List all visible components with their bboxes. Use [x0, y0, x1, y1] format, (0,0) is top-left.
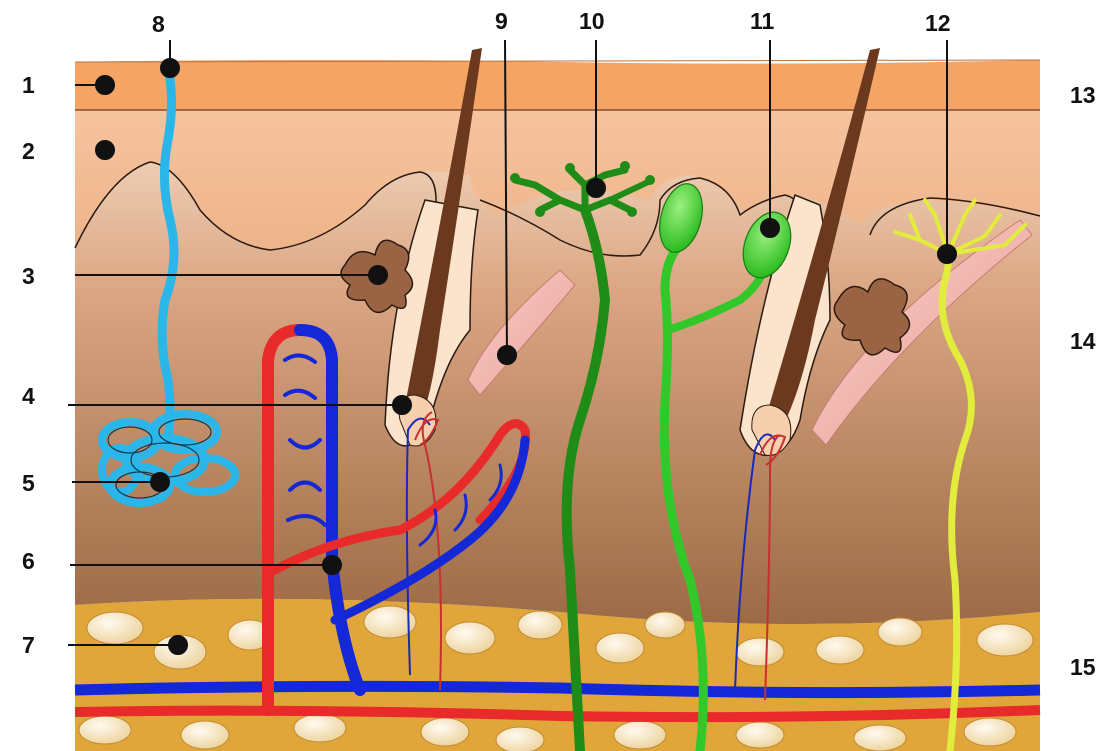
label-10: 10: [579, 10, 605, 33]
fat-cell: [421, 718, 469, 746]
fat-cell: [645, 612, 685, 638]
leader-dot: [587, 179, 605, 197]
fat-cell: [736, 638, 784, 666]
label-14: 14: [1070, 330, 1096, 353]
leader-dot: [369, 266, 387, 284]
fat-cell: [496, 727, 544, 751]
leader-dot: [761, 219, 779, 237]
fat-cell: [445, 622, 495, 654]
label-5: 5: [22, 472, 35, 495]
label-13: 13: [1070, 84, 1096, 107]
fat-cell: [596, 633, 644, 663]
leader-dot: [96, 141, 114, 159]
label-8: 8: [152, 13, 165, 36]
leader-dot: [96, 76, 114, 94]
fat-cell: [518, 611, 562, 639]
label-12: 12: [925, 12, 951, 35]
leader-dot: [169, 636, 187, 654]
label-15: 15: [1070, 656, 1096, 679]
fat-cell: [854, 725, 906, 751]
label-11: 11: [750, 10, 774, 33]
fat-cell: [614, 721, 666, 749]
fat-cell: [964, 718, 1016, 746]
fat-cell: [816, 636, 864, 664]
fat-cell: [79, 716, 131, 744]
fat-cell: [87, 612, 143, 644]
leader-dot: [323, 556, 341, 574]
label-4: 4: [22, 385, 35, 408]
stratum-corneum-layer: [75, 60, 1040, 110]
label-7: 7: [22, 634, 35, 657]
label-1: 1: [22, 74, 35, 97]
label-9: 9: [495, 10, 508, 33]
leader-dot: [393, 396, 411, 414]
vein-horizontal: [75, 686, 1040, 692]
label-6: 6: [22, 550, 35, 573]
leader-dot: [938, 245, 956, 263]
fat-cell: [878, 618, 922, 646]
fat-cell: [181, 721, 229, 749]
fat-cell: [736, 722, 784, 748]
fat-cell: [294, 714, 346, 742]
leader-dot: [161, 59, 179, 77]
fat-cell: [977, 624, 1033, 656]
label-2: 2: [22, 140, 35, 163]
leader-dot: [498, 346, 516, 364]
label-3: 3: [22, 265, 35, 288]
leader-dot: [151, 473, 169, 491]
